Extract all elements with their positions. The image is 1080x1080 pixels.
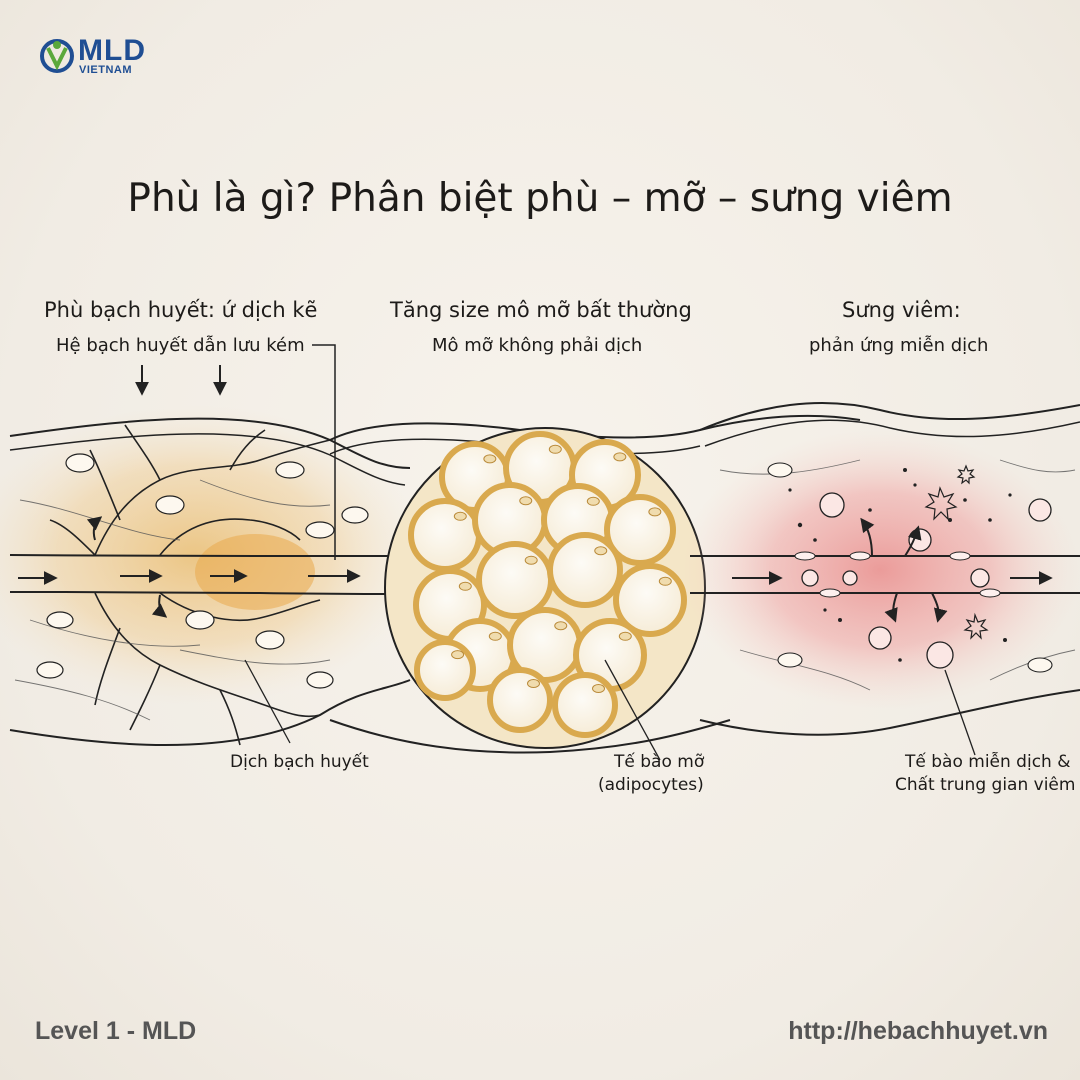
logo-text: MLD xyxy=(78,34,146,67)
adipocyte-nucleus xyxy=(554,621,568,631)
page-title: Phù là gì? Phân biệt phù – mỡ – sưng viê… xyxy=(127,176,953,221)
adipocyte-nucleus xyxy=(483,454,497,464)
adipocyte-nucleus xyxy=(658,576,672,586)
adipocyte-nucleus xyxy=(453,511,467,521)
lymphedema-subheading: Hệ bạch huyết dẫn lưu kém xyxy=(56,335,305,356)
adipocyte-cell xyxy=(476,541,554,619)
logo-subtext: VIETNAM xyxy=(79,64,132,76)
adipocyte-nucleus xyxy=(648,507,662,517)
inflammatory-mediators-label: Chất trung gian viêm xyxy=(895,775,1076,795)
inflamed-area xyxy=(680,430,1080,710)
inflammation-panel xyxy=(680,402,1080,756)
adipocyte-cell xyxy=(414,639,476,701)
lymphedema-panel xyxy=(0,344,425,746)
adipocyte-cell xyxy=(552,672,618,738)
fat-cell-label: Tế bào mỡ xyxy=(614,752,705,772)
adipocyte-nucleus xyxy=(519,496,533,506)
footer-level: Level 1 - MLD xyxy=(35,1017,197,1045)
fat-tissue-heading: Tăng size mô mỡ bất thường xyxy=(390,298,692,322)
adipocyte-cell xyxy=(408,498,482,572)
lymph-fluid-label: Dịch bạch huyết xyxy=(230,752,369,772)
immune-cells-label: Tế bào miễn dịch & xyxy=(905,752,1071,772)
mld-logo[interactable]: MLD VIETNAM xyxy=(38,34,168,80)
adipocyte-nucleus xyxy=(458,581,472,591)
adipocyte-nucleus xyxy=(618,631,632,641)
adipocyte-nucleus xyxy=(524,555,538,565)
adipocyte-nucleus xyxy=(451,650,465,660)
adipocyte-nucleus xyxy=(613,452,627,462)
fat-cell-label-sub: (adipocytes) xyxy=(598,775,704,795)
inflammation-subheading: phản ứng miễn dịch xyxy=(809,335,989,356)
mld-logo-icon xyxy=(40,39,74,73)
adipocytes xyxy=(408,431,687,738)
adipocyte-nucleus xyxy=(548,444,562,454)
adipocyte-cell xyxy=(547,532,623,608)
adipocyte-nucleus xyxy=(592,684,605,693)
lymphedema-heading: Phù bạch huyết: ứ dịch kẽ xyxy=(44,298,318,322)
footer-website-link[interactable]: http://hebachhuyet.vn xyxy=(788,1017,1048,1045)
fat-tissue-panel xyxy=(329,414,861,761)
adipocyte-cell xyxy=(487,667,553,733)
adipocyte-nucleus xyxy=(527,679,540,688)
adipocyte-nucleus xyxy=(488,631,502,641)
fat-tissue-subheading: Mô mỡ không phải dịch xyxy=(432,335,643,356)
adipocyte-nucleus xyxy=(594,546,608,556)
adipocyte-nucleus xyxy=(586,496,600,506)
inflammation-heading: Sưng viêm: xyxy=(842,298,961,322)
